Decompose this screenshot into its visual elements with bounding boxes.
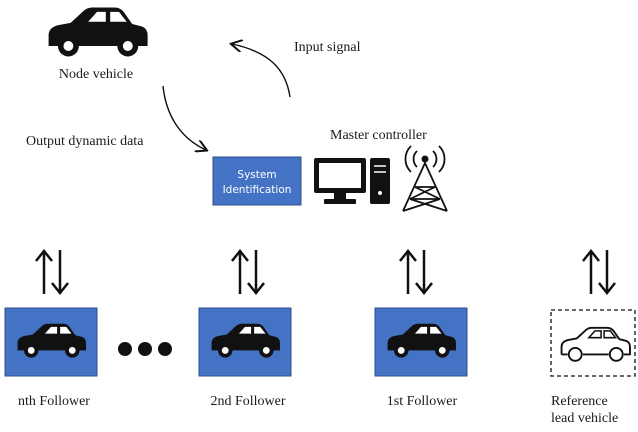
master-controller-label: Master controller bbox=[330, 128, 427, 143]
output-data-label: Output dynamic data bbox=[26, 134, 144, 149]
reference-label-line1: Reference bbox=[551, 394, 608, 409]
bidirectional-arrow-icon bbox=[230, 248, 266, 296]
system-identification-line2: Identification bbox=[223, 184, 292, 196]
input-signal-label: Input signal bbox=[294, 40, 361, 55]
nth-follower-label: nth Follower bbox=[18, 394, 90, 409]
output-data-arrow bbox=[162, 85, 206, 150]
system-identification-box bbox=[212, 156, 302, 206]
first-follower-label: 1st Follower bbox=[387, 394, 458, 409]
reference-label-line2: lead vehicle bbox=[551, 411, 618, 426]
node-vehicle-car-icon bbox=[48, 7, 148, 57]
antenna-tower-icon bbox=[402, 145, 448, 212]
bidirectional-arrow-icon bbox=[398, 248, 434, 296]
bidirectional-arrow-icon bbox=[581, 248, 617, 296]
reference-vehicle-box bbox=[550, 309, 636, 377]
node-vehicle-label: Node vehicle bbox=[59, 67, 133, 82]
second-follower-label: 2nd Follower bbox=[210, 394, 285, 409]
system-identification-line1: System bbox=[237, 169, 276, 181]
ellipsis-dots-icon bbox=[118, 342, 172, 356]
computer-icon bbox=[314, 158, 390, 204]
bidirectional-arrow-icon bbox=[34, 248, 70, 296]
input-signal-arrow bbox=[232, 44, 291, 98]
